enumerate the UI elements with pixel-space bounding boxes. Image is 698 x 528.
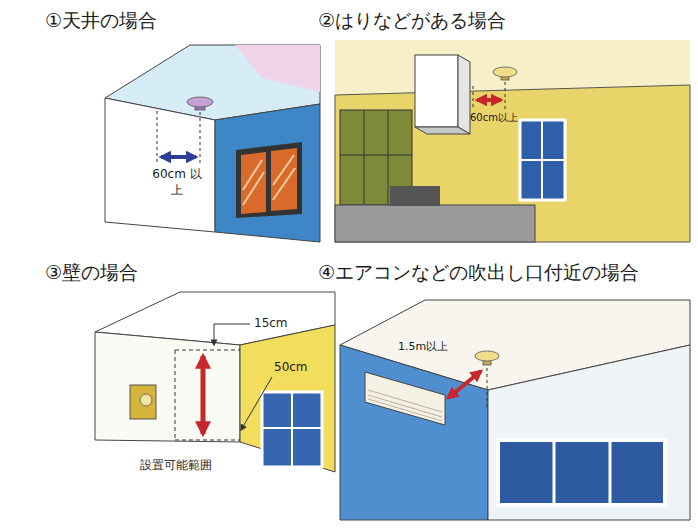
dimension-label: 50cm [274, 360, 308, 376]
window-frame [236, 142, 302, 218]
beam-scene [335, 40, 690, 242]
range-arrow [201, 356, 206, 434]
panel-heading: ②はりなどがある場合 [318, 8, 506, 33]
smoke-detector [493, 67, 517, 77]
dimension-label: 60cm 以上 [152, 167, 202, 198]
side-wall [340, 345, 488, 520]
panel-heading: ④エアコンなどの吹出し口付近の場合 [318, 260, 639, 285]
aircon-scene [340, 300, 690, 520]
window-frame [262, 392, 322, 467]
window-frame [554, 440, 610, 505]
panel-heading: ①天井の場合 [45, 8, 157, 33]
wall-scene [95, 292, 335, 472]
ceiling-scene [105, 45, 320, 242]
sink [390, 186, 440, 206]
window-glare [243, 155, 295, 205]
aircon-vent [368, 390, 442, 421]
counter [335, 205, 535, 242]
back-wall [488, 345, 690, 520]
leader-line [214, 324, 250, 345]
dimension-label: 60cm以上 [470, 111, 518, 124]
beam [415, 55, 458, 127]
range-label: 設置可能範囲 [140, 458, 212, 474]
side-wall [105, 98, 215, 232]
smoke-detector [475, 351, 499, 361]
window [262, 392, 322, 467]
beam-side [458, 55, 470, 134]
dimension-arrow [477, 98, 501, 102]
range-outline [175, 350, 240, 440]
dimension-label: 15cm [254, 316, 288, 332]
dimension-arrow [161, 155, 196, 159]
smoke-detector [187, 97, 213, 107]
panel-heading: ③壁の場合 [45, 260, 138, 285]
side-wall [240, 325, 335, 472]
dimension-label: 1.5m以上 [398, 340, 448, 354]
guide-line [487, 368, 488, 410]
back-wall [215, 104, 320, 242]
air-conditioner [365, 372, 445, 425]
window [520, 120, 565, 200]
ceiling-shade [235, 45, 320, 92]
window [498, 440, 665, 505]
distance-arrow [448, 371, 481, 398]
smoke-detector [130, 385, 156, 419]
guide-line [505, 82, 506, 110]
leader-line [241, 377, 272, 430]
guide-line [157, 111, 158, 164]
window-frame [520, 120, 565, 200]
back-wall [335, 85, 690, 242]
wall [95, 332, 240, 442]
beam-bottom [415, 127, 470, 134]
guide-line [200, 112, 201, 164]
guide-line [473, 86, 474, 110]
detector-sensor [140, 394, 152, 406]
